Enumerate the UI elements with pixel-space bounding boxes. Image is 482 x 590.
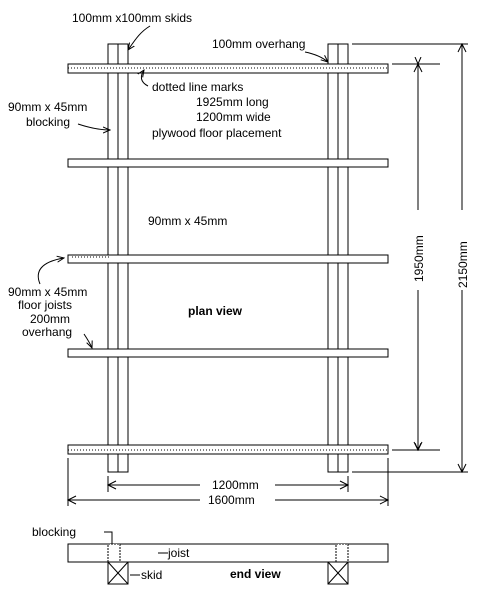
label-dotted-line: dotted line marks: [152, 80, 243, 94]
end-blocking-left: [107, 543, 121, 563]
joists-leader: [37, 258, 64, 285]
label-dim-2150: 2150mm: [456, 241, 470, 288]
blocking-leader: [77, 123, 110, 130]
label-dim-1600: 1600mm: [208, 493, 255, 507]
label-end-skid: skid: [141, 568, 162, 582]
joist-overhang-leader: [83, 333, 92, 348]
label-plywood: plywood floor placement: [152, 126, 282, 140]
label-long: 1925mm long: [196, 95, 269, 109]
dotted-leader: [141, 70, 149, 87]
overhang-leader: [304, 51, 328, 62]
joist-2: [67, 158, 389, 168]
label-overhang-top: 100mm overhang: [212, 37, 305, 51]
joist-4: [67, 348, 389, 358]
label-joists-size: 90mm x 45mm: [8, 285, 87, 299]
joist-3: [67, 254, 389, 264]
label-end-blocking: blocking: [32, 525, 76, 539]
label-end-view: end view: [230, 567, 281, 581]
label-end-joist: joist: [167, 546, 190, 560]
label-wide: 1200mm wide: [196, 110, 271, 124]
label-skids: 100mm x100mm skids: [72, 11, 192, 25]
label-blocking-size: 90mm x 45mm: [8, 100, 87, 114]
label-center-size: 90mm x 45mm: [148, 214, 227, 228]
label-joists-word: floor joists: [18, 298, 72, 312]
skids-leader: [128, 25, 151, 50]
label-joist-overhang-word: overhang: [22, 325, 72, 339]
label-plan-view: plan view: [188, 304, 243, 318]
label-blocking-word: blocking: [26, 115, 70, 129]
end-blocking-right: [335, 543, 349, 563]
end-blocking-leader: [104, 531, 113, 544]
label-joist-overhang-size: 200mm: [30, 312, 70, 326]
label-dim-1950: 1950mm: [412, 235, 426, 282]
end-joist: [67, 543, 389, 563]
label-dim-1200: 1200mm: [212, 478, 259, 492]
